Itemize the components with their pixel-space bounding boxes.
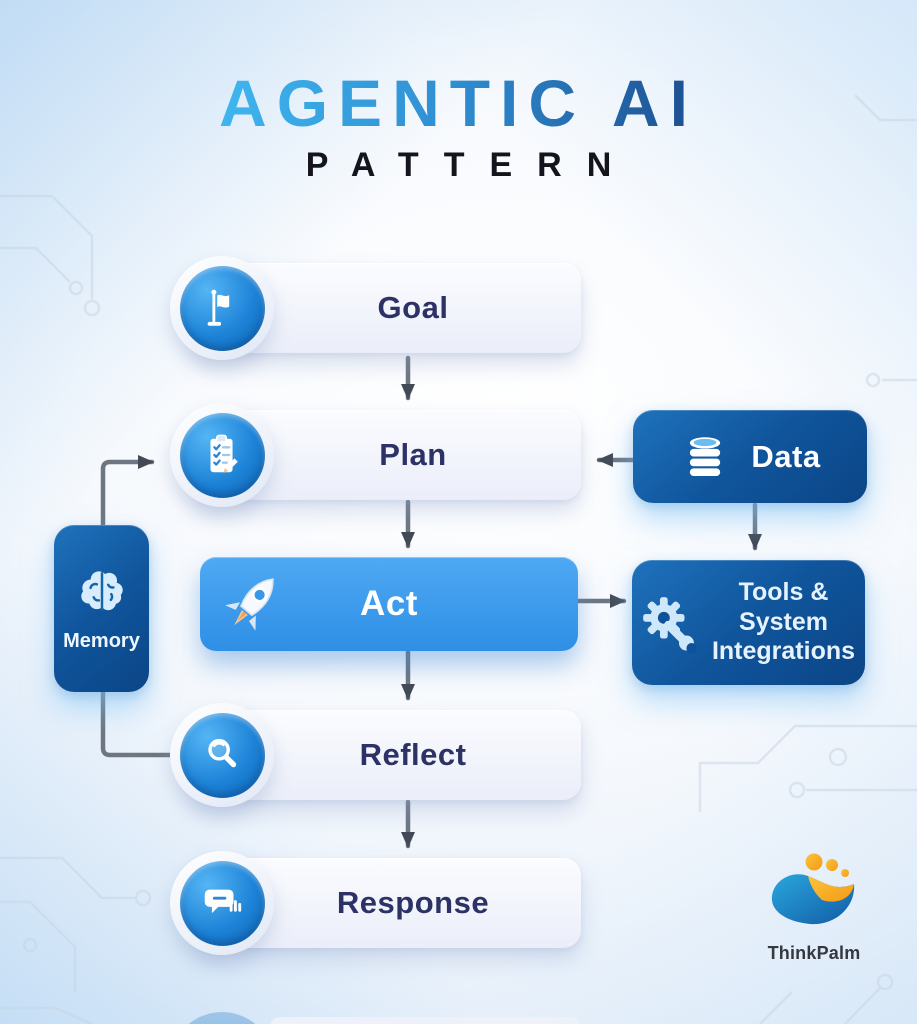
thinkpalm-logo-icon xyxy=(771,853,855,925)
node-goal-label: Goal xyxy=(377,290,449,325)
database-icon xyxy=(690,436,721,476)
thinkpalm-logo-text: ThinkPalm xyxy=(767,943,861,963)
node-plan-label: Plan xyxy=(379,437,447,472)
rocket-icon xyxy=(225,578,274,631)
page-subtitle: PATTERN xyxy=(305,146,637,184)
page-title: AGENTIC AI xyxy=(219,66,698,140)
node-memory-label: Memory xyxy=(63,630,140,652)
gear-wrench-icon xyxy=(642,596,697,653)
node-response-label: Response xyxy=(336,885,490,920)
node-data-label: Data xyxy=(751,438,821,474)
node-goal: Goal xyxy=(170,256,581,360)
flag-icon xyxy=(207,289,230,326)
chat-icon xyxy=(204,889,242,914)
node-reflect: Reflect xyxy=(170,703,581,807)
node-data: Data xyxy=(633,410,867,503)
thinkpalm-logo: ThinkPalm xyxy=(756,848,872,964)
brain-icon xyxy=(80,571,123,611)
node-tools: Tools & System Integrations xyxy=(632,560,865,685)
node-reflect-label: Reflect xyxy=(359,737,467,772)
partial-node-bar xyxy=(270,1017,581,1024)
node-plan: Plan xyxy=(170,403,581,507)
node-response: Response xyxy=(170,851,581,955)
node-memory: Memory xyxy=(54,525,149,692)
node-act-label: Act xyxy=(360,584,418,623)
magnifier-icon xyxy=(208,738,237,768)
checklist-icon xyxy=(210,434,238,473)
node-act: Act xyxy=(200,557,578,651)
node-tools-label: Tools & System Integrations xyxy=(711,578,856,666)
